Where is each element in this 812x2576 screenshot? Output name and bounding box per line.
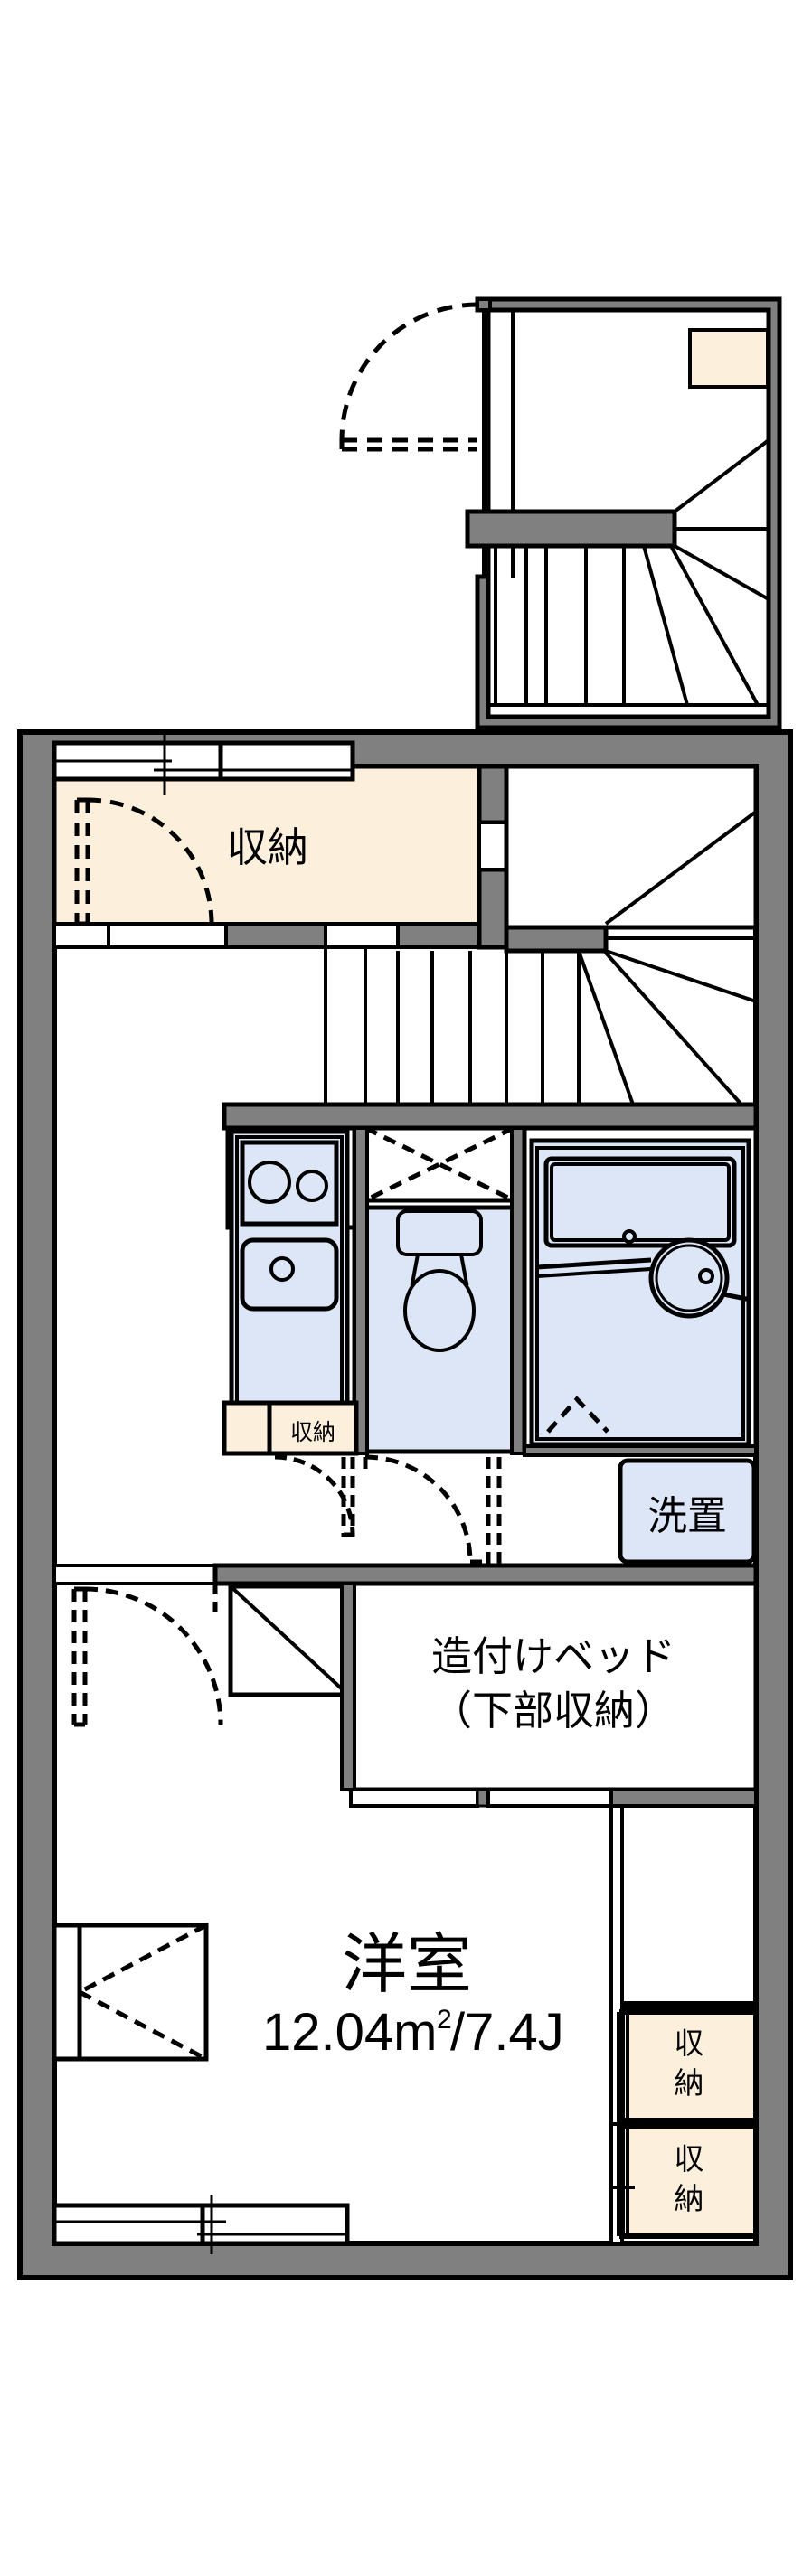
stove-two-burner [240, 1140, 339, 1227]
toilet-fixture [396, 1209, 483, 1352]
main-room: 洋室 12.04m 2 /7.4J [52, 1923, 564, 2254]
built-in-bed-label-line1: 造付けベッド [431, 1633, 675, 1679]
main-room-area-superscript: 2 [437, 2005, 452, 2035]
main-stair-winder-treads [577, 810, 758, 1106]
bath-door-folding [546, 1396, 609, 1434]
entrance-door-swing [339, 302, 478, 452]
entrance-stair-straight-treads [488, 546, 769, 707]
entrance-corner-closet [688, 328, 770, 389]
kitchen-storage-door-swing [274, 1454, 355, 1537]
main-room-area-tail: /7.4J [450, 2003, 564, 2062]
storage-right-stack: 収 納 収 納 [609, 1804, 759, 2245]
main-stair-area [324, 764, 759, 1106]
built-in-bed: 造付けベッド （下部収納） [340, 1581, 759, 1808]
entrance-detail-plan [339, 296, 782, 730]
room-door-left [71, 1584, 223, 1727]
wet-core-top-wall [222, 1102, 759, 1131]
washer-space-label: 洗置 [647, 1494, 727, 1538]
storage-top-label: 収納 [227, 824, 308, 870]
toilet-room [353, 1125, 526, 1565]
washbasin-round [536, 1237, 751, 1319]
main-room-name: 洋室 [342, 1929, 472, 2001]
storage-right-upper-label-2: 納 [675, 2066, 704, 2100]
storage-kitchen: 収納 [222, 1400, 359, 1537]
hall-room-partition [52, 1563, 759, 1586]
main-floor-plan: 収納 [17, 729, 793, 2280]
window-mid-left [228, 1584, 351, 1697]
window-bottom [52, 2195, 350, 2254]
bathroom [522, 1125, 759, 1457]
window-lower-left [52, 1923, 209, 2062]
toilet-door-swing [363, 1454, 502, 1565]
washer-space: 洗置 [618, 1458, 757, 1565]
storage-kitchen-label: 収納 [290, 1420, 335, 1445]
main-room-area: 12.04m 2 /7.4J [262, 2003, 564, 2062]
storage-right-lower-label-2: 納 [675, 2182, 704, 2215]
window-top-left [52, 730, 355, 795]
storage-right-upper-label: 収 [675, 2026, 704, 2060]
entrance-stair-winder-treads [642, 438, 770, 706]
storage-right-sliding-rails [613, 2012, 635, 2236]
built-in-bed-label-line2: （下部収納） [431, 1688, 675, 1734]
main-stair-straight-treads [324, 947, 581, 1105]
kitchen-sink [240, 1237, 339, 1312]
storage-right-lower: 収 納 [619, 2123, 759, 2239]
storage-right-upper: 収 納 [619, 2009, 759, 2123]
storage-top-room: 収納 [52, 730, 508, 949]
storage-right-lower-label: 収 [675, 2142, 704, 2176]
toilet-overhead-shelf [363, 1125, 516, 1203]
main-room-area-value: 12.04m [262, 2003, 437, 2062]
bathtub [543, 1156, 737, 1248]
entrance-stair-landing-wall [465, 509, 677, 549]
